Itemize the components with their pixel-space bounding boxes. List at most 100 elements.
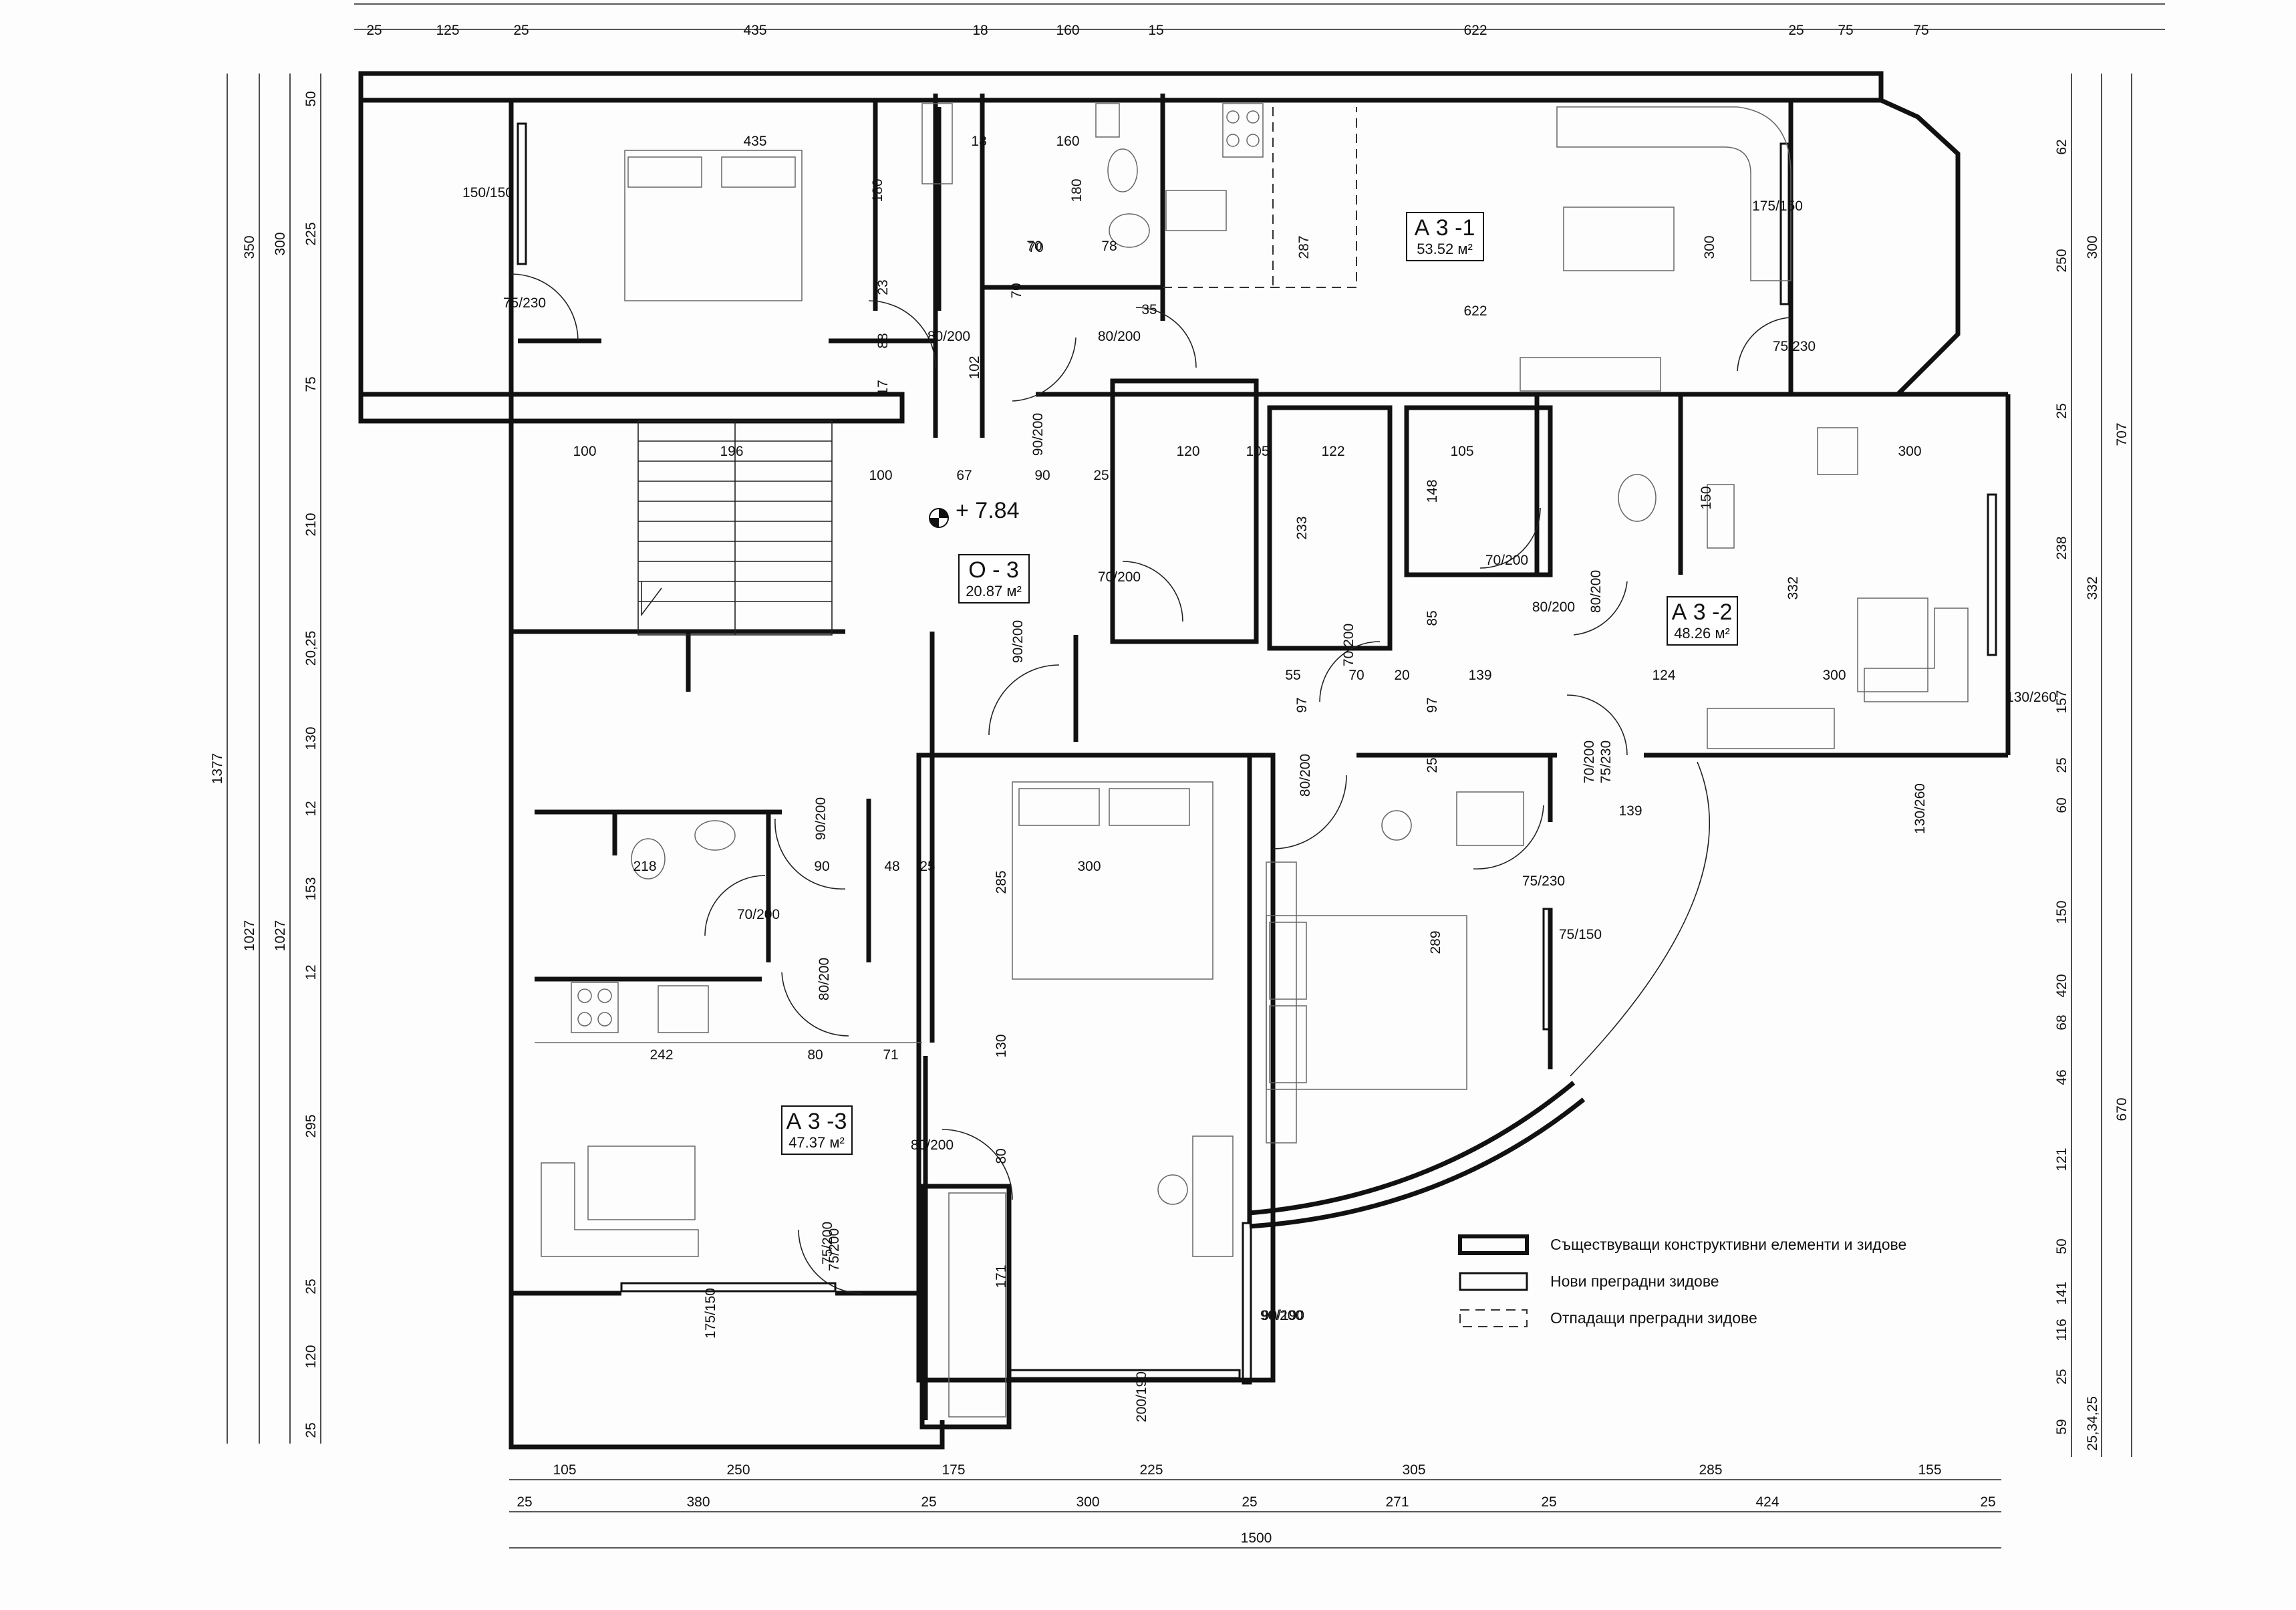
dim-right-inner-6: 60 [2054,797,2069,813]
dim-b2-0: 25 [517,1494,532,1510]
dimensions-right: 62 250 25 238 157 25 60 150 420 68 46 12… [2054,139,2130,1451]
door-label-18: 70/200 [1341,624,1356,666]
dim-left-inner-11: 120 [303,1345,319,1368]
idim-13: 17 [875,380,891,395]
idim-6: 180 [1069,178,1085,202]
dim-right-inner-16: 59 [2054,1419,2069,1434]
dim-b1-1: 250 [726,1462,750,1478]
legend-label-removed: Отпадащи преградни зидове [1550,1309,1757,1327]
door-label-4: 90/200 [1030,413,1046,456]
idim-17: 35 [1141,302,1157,317]
dim-right-inner-13: 141 [2054,1281,2069,1305]
unit-label-a32: А 3 -2 48.26 м² [1667,596,1738,646]
dim-right-inner-1: 250 [2054,249,2069,272]
dim-left-mid2-1: 1027 [273,920,288,952]
idim-0: 435 [743,134,766,149]
idim-37: 139 [1468,668,1491,683]
idim-22: 90 [1034,468,1050,483]
unit-area-a32: 48.26 м² [1674,625,1730,642]
door-label-16: 80/200 [1298,754,1313,797]
unit-area-a31: 53.52 м² [1417,241,1473,257]
dimension-lines [227,3,2165,1549]
door-label-28: 130/260 [1912,783,1928,834]
door-labels: 150/150 75/230 80/200 80/200 90/200 70/2… [462,185,2057,1422]
dim-left-inner-0: 50 [303,91,319,106]
dim-left-inner-8: 12 [303,964,319,980]
idim-56: 139 [1618,803,1642,819]
door-label-15: 75/230 [1773,339,1816,354]
removed-walls [1163,107,1357,288]
idim-34: 55 [1285,668,1300,683]
door-label-14: 175/150 [1752,198,1803,214]
idim-4: 70 [1026,239,1042,254]
dim-left-inner-9: 295 [303,1114,319,1137]
dim-b1-2: 175 [942,1462,965,1478]
elevation-marker: + 7.84 [929,498,1019,528]
dim-left-mid-0: 350 [242,235,257,259]
idim-52: 130 [994,1034,1009,1057]
legend: Съществуващи конструктивни елементи и зи… [1458,1234,1906,1327]
dim-b2-2: 25 [921,1494,936,1510]
dim-b1-3: 225 [1139,1462,1163,1478]
door-label-26: 75/230 [1522,874,1565,889]
idim-29: 233 [1294,516,1310,539]
idim-54: 171 [994,1264,1009,1288]
idim-23: 25 [1093,468,1109,483]
idim-46: 25 [919,859,935,874]
dim-left-inner-2: 75 [303,376,319,392]
unit-label-o3: О - 3 20.87 м² [958,554,1030,603]
unit-name-a33: А 3 -3 [786,1109,847,1134]
dim-top-4: 18 [972,23,988,38]
dim-right-inner-17: 25,34,25 [2085,1396,2100,1451]
dim-right-inner-0: 62 [2054,139,2069,154]
door-label-23: 90/190 [1262,1308,1304,1323]
dim-top-9: 75 [1838,23,1853,38]
dim-right-outer-0: 707 [2114,422,2130,446]
dim-left-inner-7: 153 [303,877,319,900]
idim-32: 332 [1785,576,1801,599]
door-label-5: 70/200 [1098,569,1141,585]
dim-left-inner-12: 25 [303,1422,319,1438]
dim-right-inner-4: 157 [2054,690,2069,713]
door-label-11: 70/200 [1485,553,1528,568]
dim-b2-5: 271 [1385,1494,1409,1510]
idim-39: 300 [1822,668,1846,683]
door-label-10: 80/200 [817,958,832,1000]
idim-40: 97 [1425,697,1440,712]
door-swings [511,273,1791,1294]
idim-48: 285 [994,870,1009,894]
dim-left-inner-1: 225 [303,222,319,245]
idim-27: 105 [1450,444,1473,459]
idim-1: 160 [1056,134,1079,149]
door-label-27: 130/260 [2006,690,2057,705]
unit-area-a33: 47.37 м² [788,1134,845,1151]
idim-35: 70 [1348,668,1364,683]
dim-b1-4: 305 [1402,1462,1425,1478]
dim-right-inner-11: 121 [2054,1148,2069,1171]
idim-42: 25 [1425,757,1440,773]
dim-right-outer-1: 670 [2114,1097,2130,1121]
dim-top-1: 125 [436,23,459,38]
door-label-3: 80/200 [1098,329,1141,344]
idim-25: 105 [1246,444,1269,459]
dim-right-inner-14: 116 [2054,1319,2069,1341]
idim-44: 90 [814,859,829,874]
unit-name-o3: О - 3 [968,557,1019,583]
idim-11: 23 [875,279,891,295]
door-label-7: 75/200 [820,1222,835,1264]
dim-right-inner-12: 50 [2054,1238,2069,1254]
idim-36: 20 [1394,668,1409,683]
door-label-19: 80/200 [1588,570,1604,613]
dim-left-inner-10: 25 [303,1279,319,1294]
dim-b2-3: 300 [1076,1494,1099,1510]
dim-left-mid2-0: 300 [273,232,288,255]
idim-45: 48 [884,859,899,874]
dimensions-left: 1377 350 1027 300 1027 50 225 75 210 20,… [210,91,319,1438]
door-label-25: 75/150 [1559,927,1602,942]
idim-41: 85 [1425,610,1440,626]
idim-12: 88 [875,333,891,348]
dimensions-bottom: 105 250 175 225 305 285 155 25 380 25 30… [517,1462,1995,1546]
idim-53: 80 [994,1148,1009,1164]
idim-31: 150 [1699,486,1714,509]
legend-item-removed: Отпадащи преградни зидове [1459,1309,1757,1327]
